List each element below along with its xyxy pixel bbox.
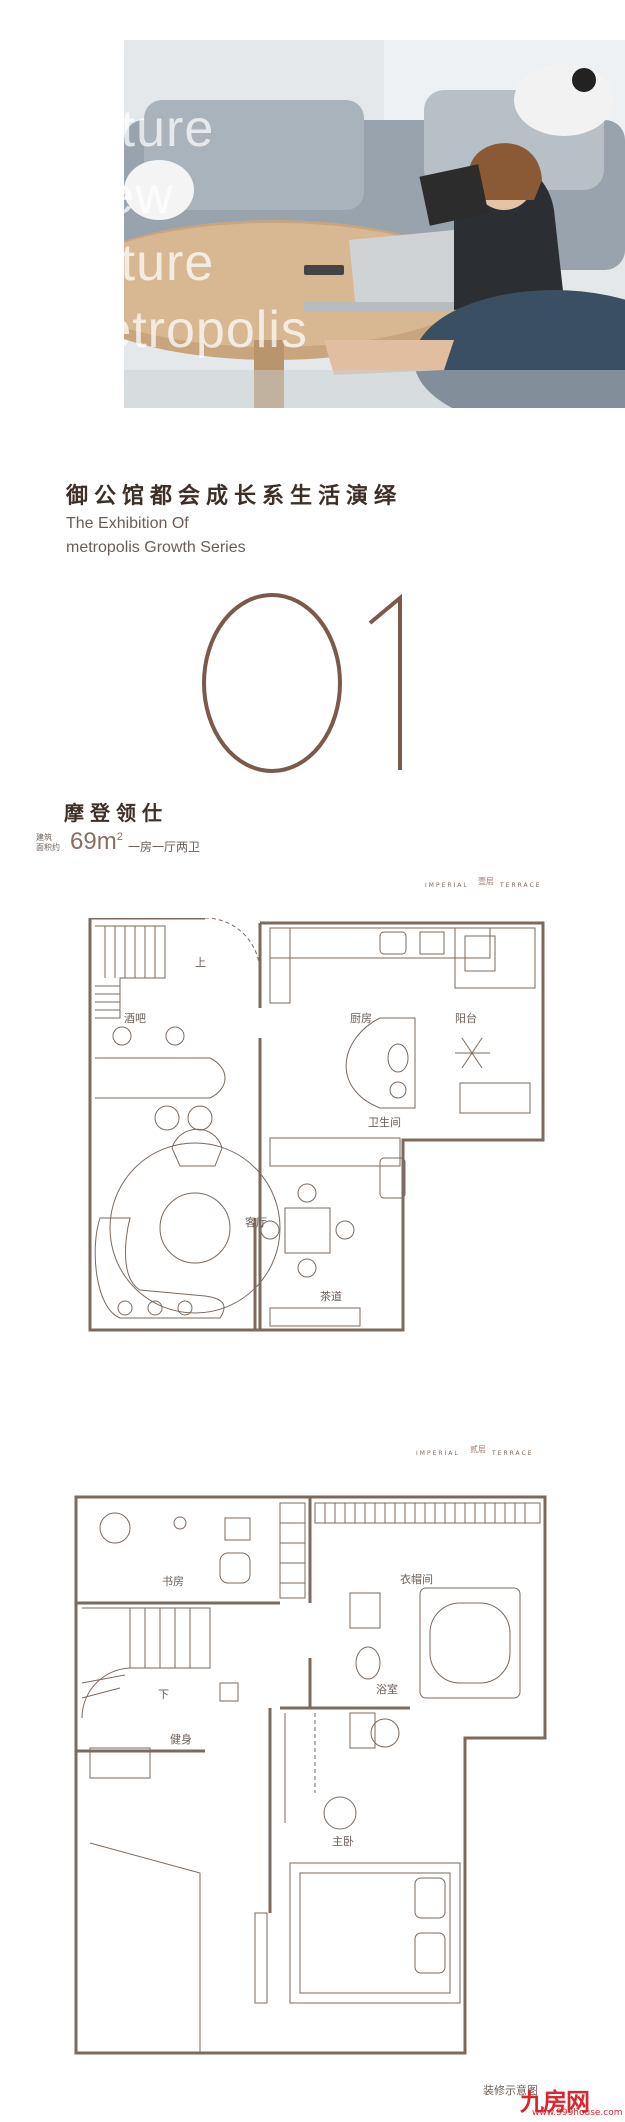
floor2-label-right: TERRACE	[492, 1450, 534, 1457]
site-url[interactable]: www.999house.com	[532, 2108, 623, 2118]
area-superscript: 2	[116, 831, 123, 843]
intro-title-en-2: metropolis Growth Series	[66, 539, 246, 556]
hero-illustration	[124, 40, 625, 408]
room-kitchen: 厨房	[350, 1012, 372, 1025]
intro-title-en-1: The Exhibition Of	[66, 515, 189, 532]
unit-area-label-2: 面积约	[36, 843, 60, 852]
room-up: 上	[195, 956, 206, 969]
room-living: 客厅	[245, 1215, 267, 1229]
hero-line-3: Future	[58, 234, 215, 292]
site-logo[interactable]: 九房网	[520, 2088, 590, 2116]
floor1-label-cn: 壹层	[478, 877, 494, 886]
room-tea: 茶道	[320, 1289, 342, 1303]
floor2-label-left: IMPERIAL	[416, 1450, 460, 1457]
room-master: 主卧	[332, 1835, 354, 1848]
room-gym: 健身	[170, 1732, 192, 1746]
room-bar: 酒吧	[124, 1012, 146, 1025]
hero-line-1: Future	[58, 100, 215, 158]
hero-photo	[124, 40, 625, 408]
unit-area-label-1: 建筑	[36, 833, 52, 842]
floor-plan-1: 酒吧 上 厨房 阳台 卫生间 客厅 茶道	[88, 918, 545, 1332]
hero-line-2: View	[58, 167, 174, 225]
room-bathroom: 卫生间	[368, 1115, 401, 1129]
room-down: 下	[158, 1688, 169, 1701]
area-number: 69m	[70, 828, 117, 855]
room-balcony: 阳台	[455, 1011, 477, 1025]
room-study: 书房	[162, 1575, 184, 1588]
room-bath: 浴室	[376, 1682, 398, 1696]
floor2-label-cn: 贰层	[470, 1445, 486, 1454]
unit-area-value: 69m2	[70, 828, 123, 856]
floor-plan-2: 书房 衣帽间 下 浴室 健身 主卧	[74, 1495, 547, 2055]
floor-plan-caption: 装修示意图	[483, 2084, 538, 2097]
unit-layout: 一房一厅两卫	[128, 840, 201, 854]
intro-title-cn: 御公馆都会成长系生活演绎	[66, 483, 403, 509]
floor1-label-left: IMPERIAL	[425, 882, 469, 889]
big-number-text: 01	[200, 588, 202, 589]
hero-line-4: Metropolis	[58, 301, 308, 359]
room-closet: 衣帽间	[400, 1572, 433, 1586]
floor1-label-right: TERRACE	[500, 882, 542, 889]
big-number-01: 01	[200, 588, 402, 773]
unit-name: 摩登领仕	[64, 801, 168, 825]
